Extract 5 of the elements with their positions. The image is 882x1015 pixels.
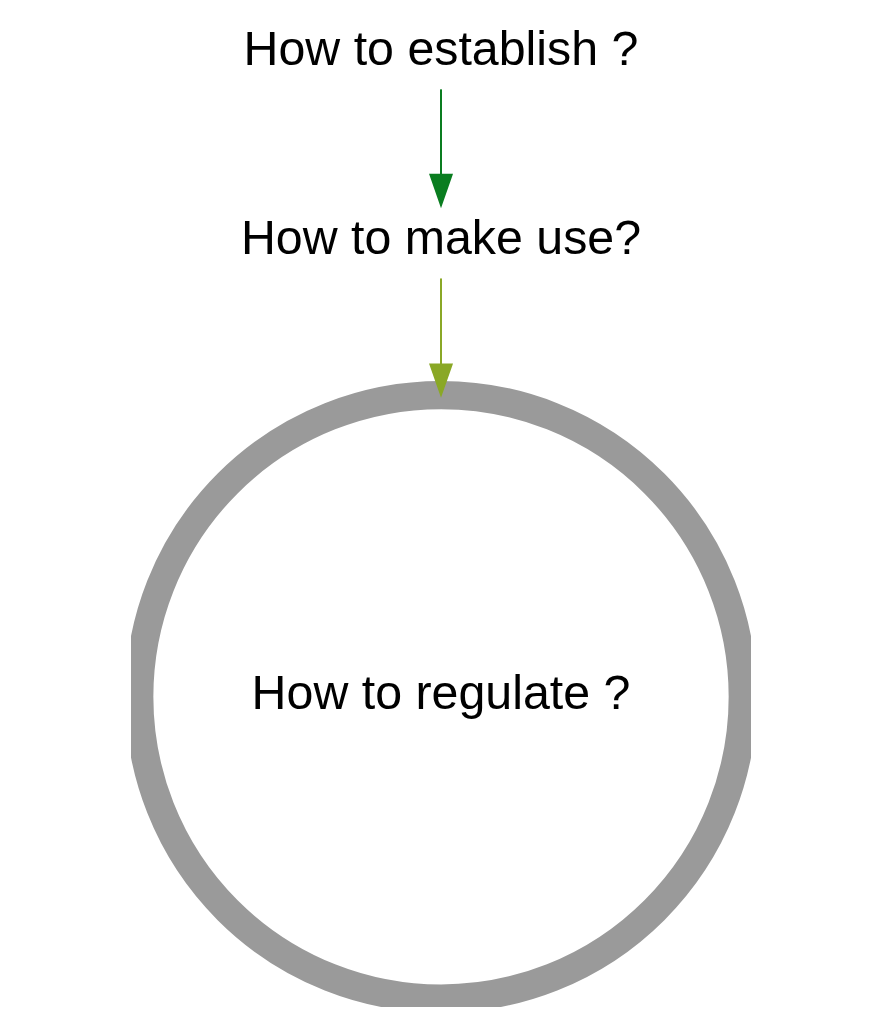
arrow — [429, 278, 453, 398]
node-circle: How to regulate ? — [131, 380, 751, 1007]
arrow — [429, 89, 453, 209]
node-text: How to make use? — [240, 210, 642, 265]
node-text: How to establish ? — [243, 20, 639, 75]
